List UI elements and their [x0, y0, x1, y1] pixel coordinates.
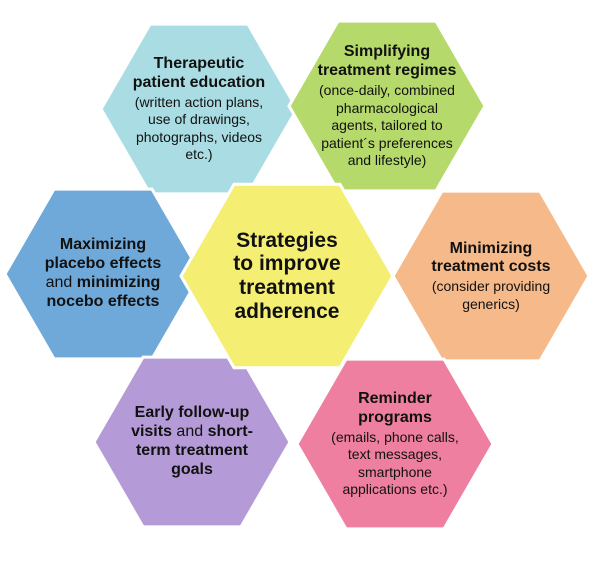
hex-detail-line: photographs, videos	[135, 128, 263, 145]
center-label-line: to improve	[233, 252, 341, 276]
hex-title-line: Therapeutic	[153, 55, 245, 73]
hex-text-normal: and	[171, 423, 208, 441]
hex-text-bold: goals	[171, 460, 213, 478]
hex-text-bold: Maximizing	[59, 236, 147, 254]
hex-title-line: treatment regimes	[317, 62, 457, 80]
hex-text-line: Maximizing	[60, 236, 146, 255]
hex-text-bold: Early follow-up	[134, 404, 250, 422]
hex-detail-line: use of drawings,	[148, 111, 250, 128]
center-label-line: treatment	[239, 275, 335, 299]
hex-title-line: treatment costs	[431, 258, 551, 276]
hex-title-line: Reminder	[358, 390, 432, 408]
hex-text-bold: visits	[131, 423, 172, 441]
hex-title-line: Minimizing	[449, 239, 533, 257]
hexagon-simplifying-regimes	[287, 19, 487, 193]
hex-detail-line: generics)	[462, 295, 520, 312]
hex-text-bold: term treatment	[135, 441, 248, 459]
hex-detail-line: and lifestyle)	[347, 152, 427, 169]
hex-text-line: term treatment	[136, 442, 248, 461]
hex-detail-line: (written action plans,	[134, 93, 264, 110]
hex-text-line: and minimizing	[46, 274, 161, 293]
hex-text-bold: placebo effects	[44, 255, 162, 273]
hex-text-line: nocebo effects	[47, 293, 160, 312]
hex-text-bold: short-	[207, 423, 253, 441]
hex-detail-line: text messages,	[347, 446, 443, 463]
hexagon-center	[179, 182, 395, 370]
hex-detail-line: (consider providing	[431, 278, 551, 295]
hex-detail-line: applications etc.)	[342, 481, 448, 498]
hexagon-reminder-programs	[295, 357, 495, 531]
hex-text-line: Early follow-up	[135, 404, 250, 423]
hex-detail-line: patient´s preferences	[321, 134, 453, 151]
hex-text-line: visits and short-	[131, 423, 253, 442]
hex-title-line: patient education	[132, 73, 266, 91]
hex-text-line: placebo effects	[45, 255, 161, 274]
hex-detail-line: (emails, phone calls,	[331, 428, 459, 445]
center-label-line: Strategies	[236, 228, 338, 252]
hex-detail-line: etc.)	[185, 146, 213, 163]
hex-title-line: programs	[358, 408, 432, 426]
hex-detail-line: agents, tailored to	[331, 117, 443, 134]
hex-text-bold: minimizing	[76, 273, 161, 291]
hex-detail-line: smartphone	[358, 463, 432, 480]
hex-detail-line: pharmacological	[336, 99, 438, 116]
hex-detail-line: (once-daily, combined	[319, 82, 455, 99]
center-label-line: adherence	[234, 299, 340, 323]
hex-text-normal: and	[45, 273, 77, 291]
hex-title-line: Simplifying	[343, 43, 431, 61]
hex-text-bold: nocebo effects	[46, 292, 160, 310]
hex-text-line: goals	[171, 461, 213, 480]
